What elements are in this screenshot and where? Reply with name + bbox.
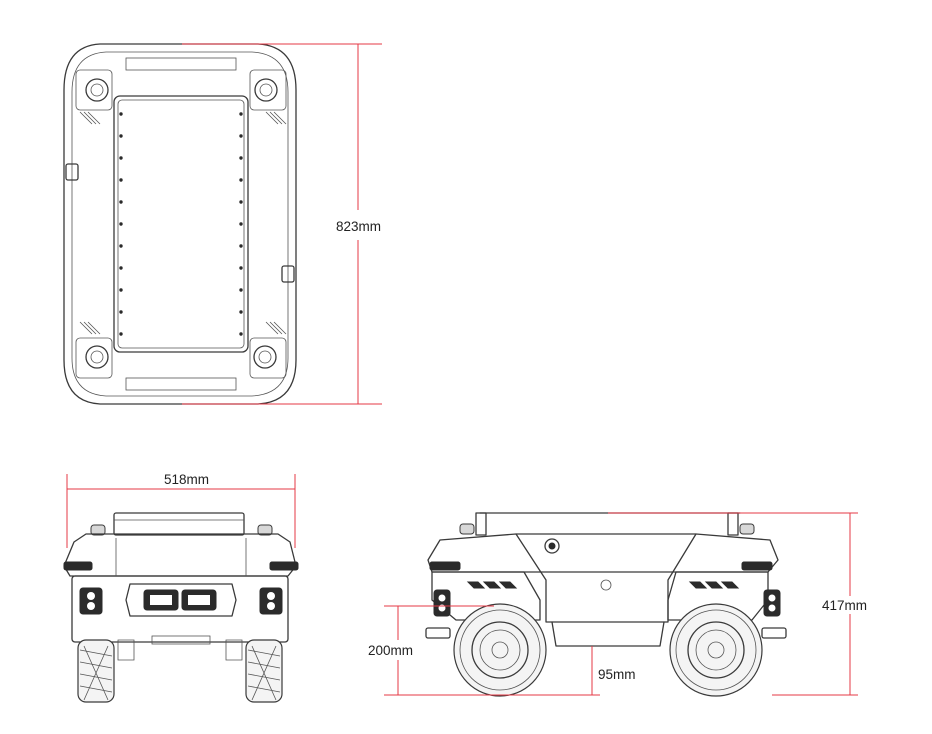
rivet-dot [239,178,243,182]
front-left-tire [77,639,115,703]
rivet-dot [119,200,123,204]
top-view [63,43,297,405]
rivet-dot [119,178,123,182]
ground-clearance-dimension: 95mm [591,646,636,695]
rivet-dot [239,244,243,248]
rivet-dot [119,266,123,270]
side-front-wheel [669,603,763,697]
corner-cap-bl [75,337,113,379]
component-height-dimension: 200mm [368,605,600,696]
corner-cap-br [249,337,287,379]
rivet-dot [119,134,123,138]
rivet-dot [239,266,243,270]
height-dimension: 417mm [608,512,867,696]
front-right-tire [245,639,283,703]
side-view [425,512,787,697]
component-height-label: 200mm [368,643,413,658]
ground-clearance-label: 95mm [598,667,636,682]
side-connector-right [281,265,295,283]
rivet-dot [239,310,243,314]
front-view [63,512,299,703]
rivet-dot [239,288,243,292]
rivet-dot [239,156,243,160]
rivet-dot [239,112,243,116]
width-dimension: 518mm [66,472,296,548]
rivet-dot [239,134,243,138]
rivet-dot [119,222,123,226]
rivet-dot [119,244,123,248]
length-dimension: 823mm [182,43,382,405]
front-camera-bar [125,583,237,617]
side-rear-wheel [453,603,547,697]
rivet-dot [239,332,243,336]
side-front-lamp [763,589,781,617]
length-label: 823mm [336,219,381,234]
corner-cap-tl [75,69,113,111]
side-connector-left [65,163,79,181]
corner-cap-tr [249,69,287,111]
width-label: 518mm [164,472,209,487]
side-rear-lamp [433,589,451,617]
height-label: 417mm [822,598,867,613]
front-left-lamp [79,587,103,615]
rivet-dot [119,156,123,160]
rivet-dot [119,310,123,314]
rivet-dot [239,200,243,204]
rivet-dot [119,288,123,292]
rivet-dot [119,332,123,336]
rivet-dot [239,222,243,226]
front-right-lamp [259,587,283,615]
rivet-dot [119,112,123,116]
